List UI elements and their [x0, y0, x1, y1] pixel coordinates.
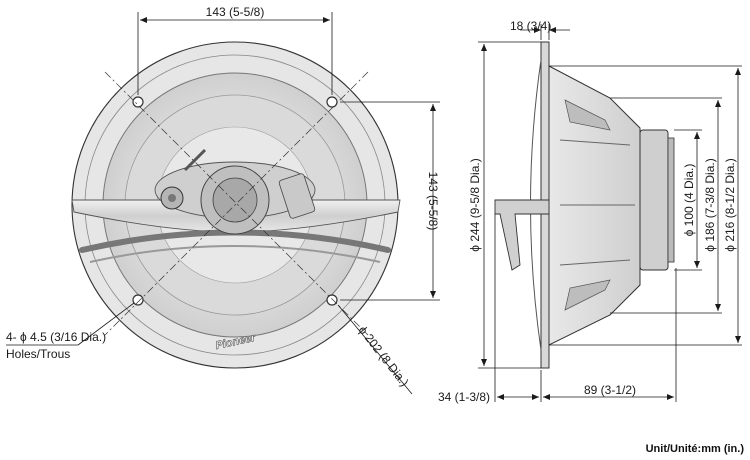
midrange-dome-inner [212, 177, 258, 223]
basket-diameter-dim-label: ϕ 186 (7-3/8 Dia.) [703, 158, 717, 251]
cutout-diameter-dim-label: ϕ 216 (8-1/2 Dia.) [723, 158, 737, 251]
hole-note-leader [77, 302, 135, 346]
magnet [639, 129, 669, 271]
hole-note-label: 4- ϕ 4.5 (3/16 Dia.) [6, 330, 106, 344]
tweeter-left-center [168, 194, 176, 202]
basket-window [564, 279, 611, 311]
outer-diameter-dim-label: ϕ 244 (9-5/8 Dia.) [468, 158, 482, 251]
front-view: Pioneer 143 (5-5/8) 143 (5-5/8) 4- ϕ 4.5… [6, 5, 440, 395]
unit-label: Unit/Unité:mm (in.) [646, 443, 745, 455]
mounting-hole [132, 96, 144, 108]
mounting-hole [326, 294, 338, 306]
top-depth-dim-label: 18 (3/4) [510, 19, 551, 33]
grille-foot [494, 199, 550, 271]
basket-window [564, 99, 611, 131]
diameter-dim-label: ϕ 202 (8 Dia.) [356, 323, 412, 389]
mounting-holes [132, 96, 338, 306]
diameter-leader [337, 304, 413, 395]
tweeter-arm [183, 148, 207, 172]
height-dim-label: 143 (5-5/8) [426, 172, 440, 231]
grille-arc-2 [89, 245, 381, 263]
hole-note-sublabel: Holes/Trous [6, 347, 70, 361]
mount-depth-dim-label: 89 (3-1/2) [584, 383, 636, 397]
diagonal-centerline [104, 71, 369, 336]
diagonal-centerline [104, 71, 369, 336]
basket-rib [559, 139, 635, 266]
mounting-hole [132, 294, 144, 306]
magnet-diameter-dim-label: ϕ 100 (4 Dia.) [682, 164, 696, 237]
mounting-hole [326, 96, 338, 108]
width-dim-label: 143 (5-5/8) [206, 5, 265, 19]
magnet-plate [667, 137, 675, 263]
side-view: 18 (3/4) ϕ 244 (9-5/8 Dia.) ϕ 100 (4 Dia… [438, 19, 742, 404]
front-depth-dim-label: 34 (1-3/8) [438, 390, 490, 404]
tweeter-right-badge [278, 173, 316, 219]
